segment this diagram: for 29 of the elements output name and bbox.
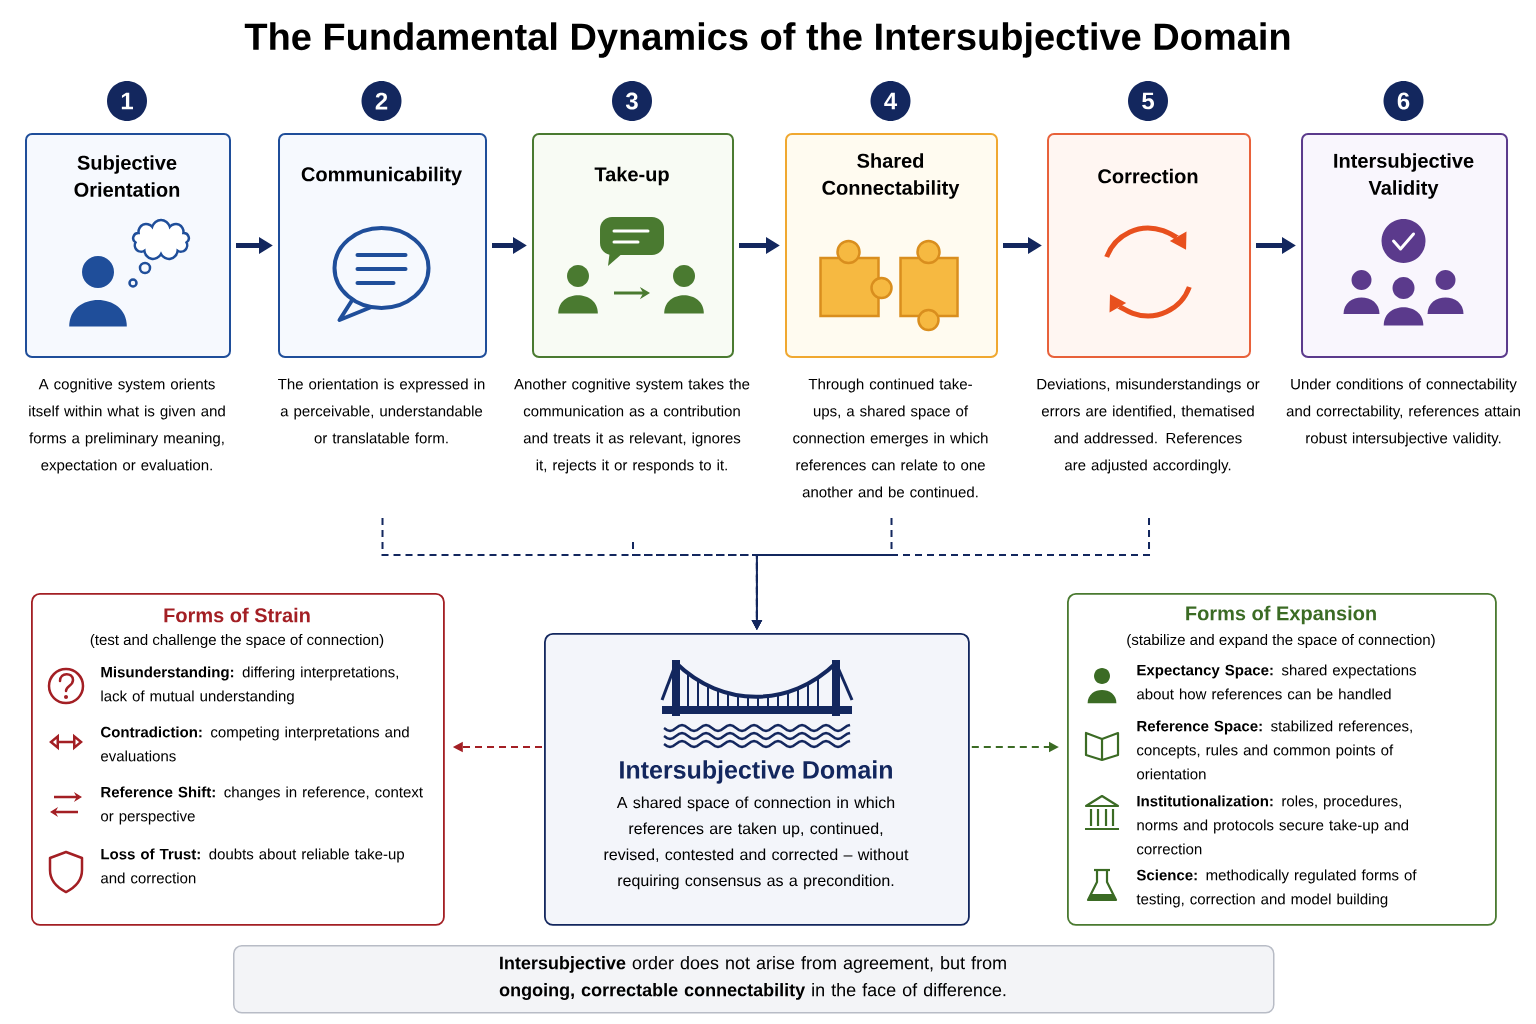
- number-badge: 5: [1128, 81, 1168, 121]
- item-text: Misunderstanding: differing interpretations, lack of mutual understanding: [101, 666, 398, 705]
- panel-subtitle: (test and challenge the space of connection): [90, 634, 384, 648]
- step-box: Take-up: [532, 133, 734, 358]
- item-text: Loss of Trust: doubts about reliable take-up and correction: [101, 848, 405, 884]
- number-badge: 2: [361, 81, 402, 121]
- item-text: Contradiction: competing interpretations and evaluations: [101, 726, 409, 762]
- number-badge: 3: [612, 81, 652, 121]
- step-box: Subjective Orientation: [25, 133, 231, 358]
- item-text: Reference Shift: changes in reference, context or perspective: [101, 786, 423, 825]
- number-badge: 1: [107, 81, 147, 121]
- description-text: A cognitive system orients itself within what is given and forms a preliminary meaning, expectation or evaluation.: [29, 378, 225, 474]
- step-box: Intersubjective Validity: [1301, 133, 1508, 358]
- panel-subtitle: (stabilize and expand the space of connection): [1127, 634, 1435, 648]
- panel-heading: Forms of Expansion: [1186, 605, 1376, 625]
- item-text: Expectancy Space: shared expectations about how references can be handled: [1137, 664, 1416, 700]
- description-text: Under conditions of connectability and correctability, references attain robust intersubjective validity.: [1286, 378, 1520, 447]
- item-text: Science: methodically regulated forms of testing, correction and model building: [1136, 869, 1417, 908]
- number-badge: 4: [870, 81, 911, 121]
- step-box: Correction: [1047, 133, 1251, 358]
- number-badge: 6: [1383, 81, 1424, 121]
- description-text: Deviations, misunderstandings or errors are identified, thematised and addressed. References are adjusted accordingly.: [1037, 378, 1260, 474]
- description-text: Through continued take-ups, a shared space of connection emerges in which references can relate to one another and be continued.: [793, 378, 988, 498]
- domain-box: Intersubjective Domain A shared space of connection in which references are taken up, continued, revised, contested and corrected – without requiring consensus as a precondition.: [544, 633, 970, 926]
- panel-heading: Forms of Strain: [164, 607, 310, 623]
- title: The Fundamental Dynamics of the Intersubjective Domain: [244, 22, 1290, 58]
- description-text: Another cognitive system takes the communication as a contribution and treats it as relevant, ignores it, rejects it or responds to it.: [514, 378, 750, 474]
- description-text: The orientation is expressed in a perceivable, understandable or translatable form.: [278, 378, 485, 444]
- summary-banner: Intersubjective order does not arise from agreement, but from ongoing, correctable connectability in the face of difference.: [233, 945, 1275, 1014]
